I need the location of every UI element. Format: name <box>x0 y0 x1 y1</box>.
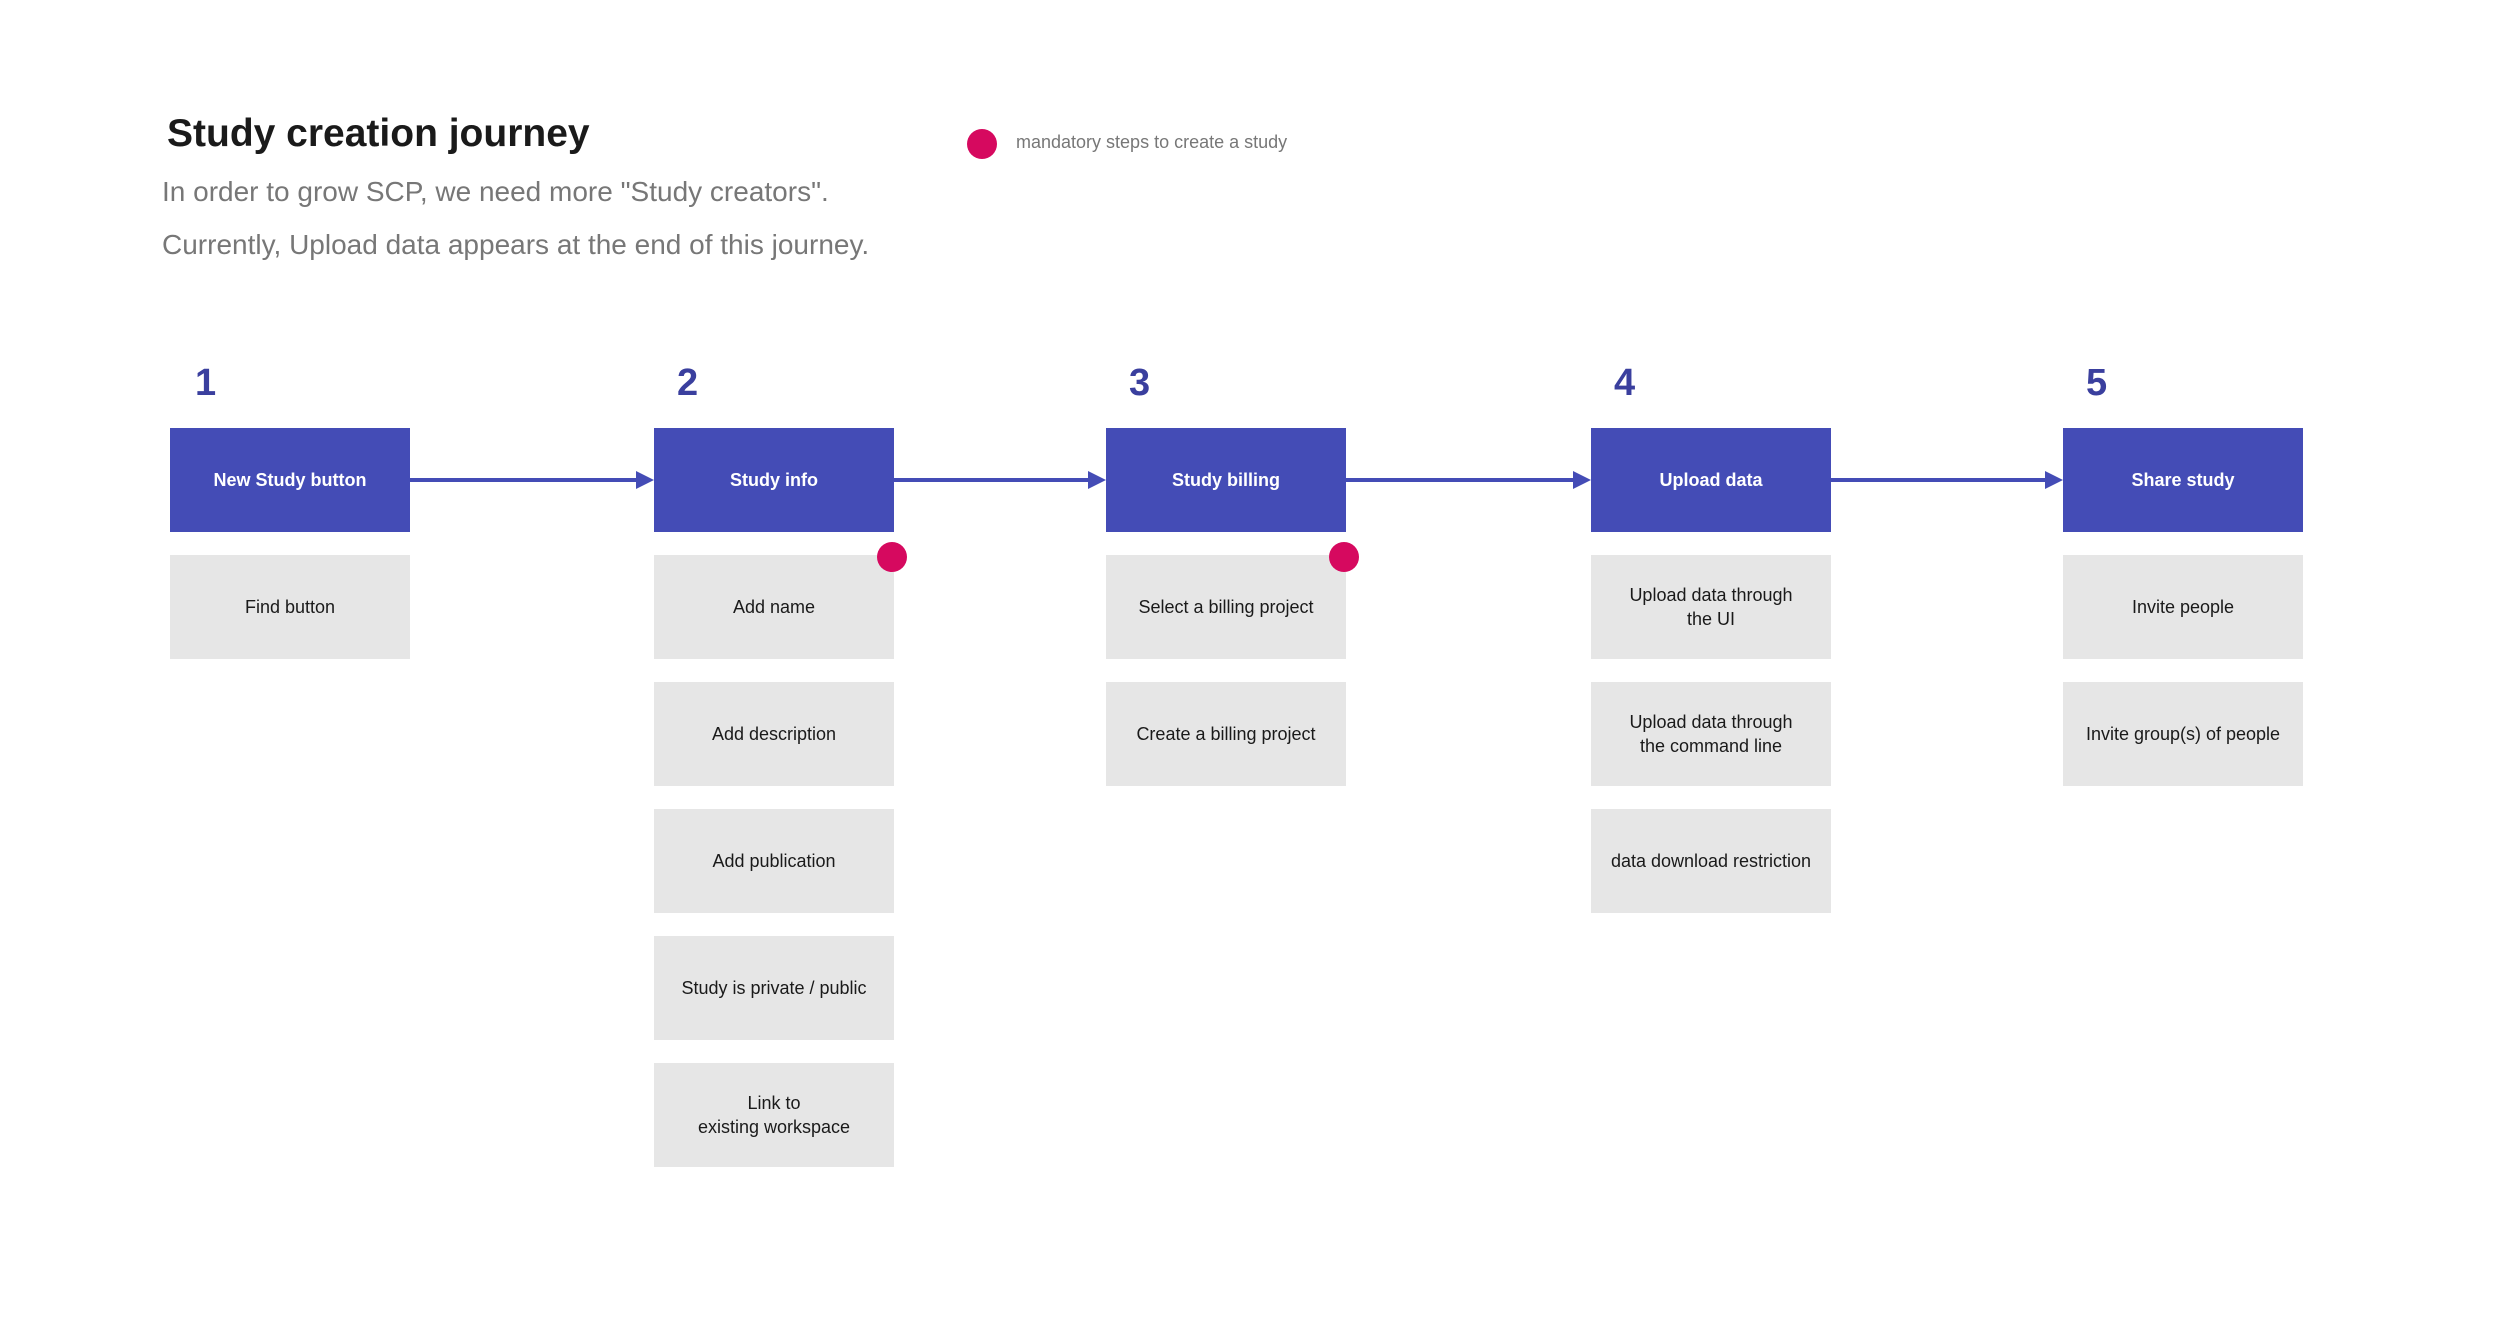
substep-4-2[interactable]: Upload data through the command line <box>1591 682 1831 786</box>
substep-2-4[interactable]: Study is private / public <box>654 936 894 1040</box>
substep-3-2[interactable]: Create a billing project <box>1106 682 1346 786</box>
arrow-head-3 <box>1573 471 1591 489</box>
substep-5-2[interactable]: Invite group(s) of people <box>2063 682 2303 786</box>
step-number-1: 1 <box>195 362 217 404</box>
step-number-5: 5 <box>2086 362 2108 404</box>
substep-1-1[interactable]: Find button <box>170 555 410 659</box>
step-number-2: 2 <box>677 362 699 404</box>
step-number-3: 3 <box>1129 362 1151 404</box>
substep-4-1[interactable]: Upload data through the UI <box>1591 555 1831 659</box>
step-header-2[interactable]: Study info <box>654 428 894 532</box>
arrow-head-2 <box>1088 471 1106 489</box>
step-number-4: 4 <box>1614 362 1636 404</box>
substep-2-1[interactable]: Add name <box>654 555 894 659</box>
step-header-1[interactable]: New Study button <box>170 428 410 532</box>
step-header-4[interactable]: Upload data <box>1591 428 1831 532</box>
arrow-head-4 <box>2045 471 2063 489</box>
substep-2-3[interactable]: Add publication <box>654 809 894 913</box>
step-header-3[interactable]: Study billing <box>1106 428 1346 532</box>
mandatory-dot-icon <box>877 542 907 572</box>
substep-2-2[interactable]: Add description <box>654 682 894 786</box>
page-title: Study creation journey <box>167 112 590 155</box>
step-header-5[interactable]: Share study <box>2063 428 2303 532</box>
subtitle-line-2: Currently, Upload data appears at the en… <box>162 229 870 260</box>
subtitle-line-1: In order to grow SCP, we need more "Stud… <box>162 176 829 207</box>
substep-3-1[interactable]: Select a billing project <box>1106 555 1346 659</box>
arrow-head-1 <box>636 471 654 489</box>
mandatory-dot-icon <box>967 129 997 159</box>
mandatory-dot-icon <box>1329 542 1359 572</box>
substep-4-3[interactable]: data download restriction <box>1591 809 1831 913</box>
substep-5-1[interactable]: Invite people <box>2063 555 2303 659</box>
legend-label: mandatory steps to create a study <box>1016 132 1288 152</box>
substep-2-5[interactable]: Link to existing workspace <box>654 1063 894 1167</box>
